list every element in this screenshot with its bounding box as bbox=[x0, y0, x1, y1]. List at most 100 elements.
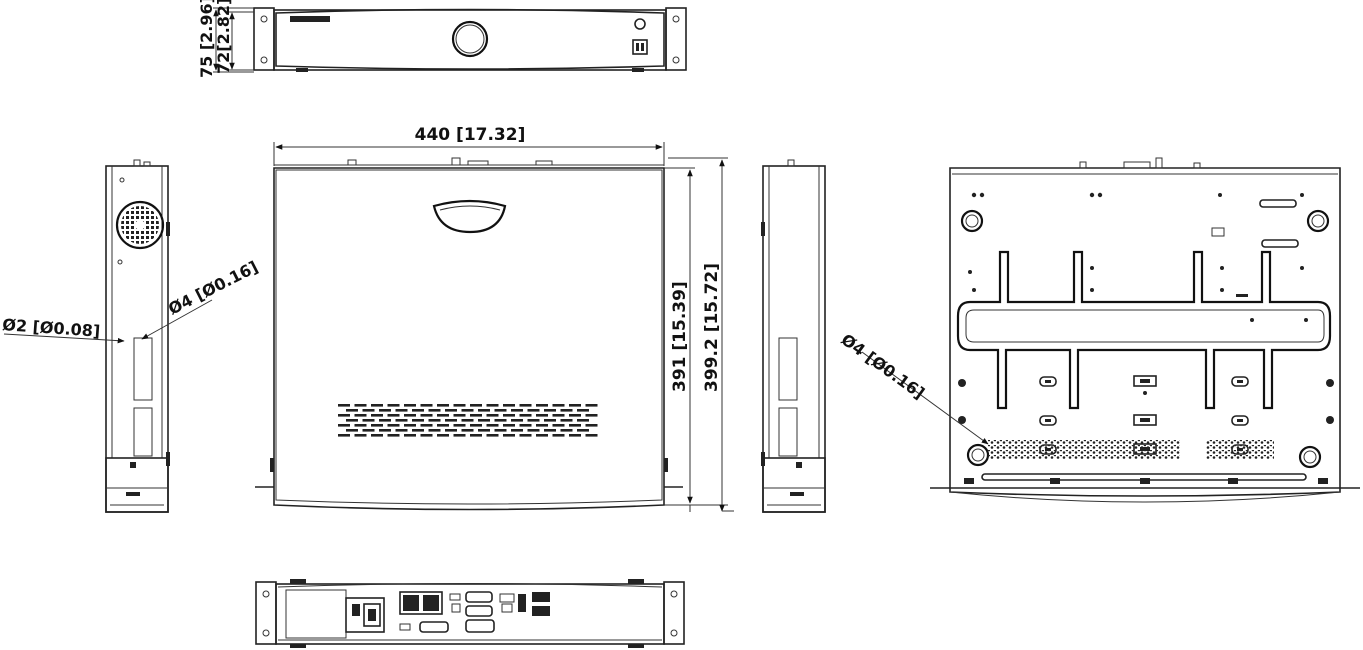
vent-slot bbox=[478, 419, 490, 422]
vent-slot bbox=[346, 409, 358, 412]
vent-slot bbox=[503, 424, 515, 427]
vent-slot bbox=[560, 409, 573, 412]
vent-slot bbox=[379, 429, 391, 432]
vent-slot bbox=[536, 434, 548, 437]
vent-slot bbox=[379, 419, 391, 422]
right-vent-upper bbox=[778, 337, 798, 401]
vent-slot bbox=[527, 409, 540, 412]
vent-slot bbox=[338, 424, 350, 427]
top-vent-slots bbox=[338, 404, 598, 437]
vent-slot bbox=[354, 404, 367, 407]
vent-slot bbox=[519, 414, 532, 417]
vent-slot bbox=[560, 419, 573, 422]
vent-slot bbox=[544, 429, 556, 432]
vent-slot bbox=[569, 414, 581, 417]
power-button bbox=[451, 20, 489, 58]
vent-slot bbox=[470, 414, 482, 417]
vent-slot bbox=[395, 429, 408, 432]
vent-slot bbox=[387, 424, 400, 427]
serial-port bbox=[419, 621, 449, 633]
vent-slot bbox=[552, 414, 565, 417]
hole-side-label: Ø4 [Ø0.16] bbox=[165, 257, 261, 318]
vent-slot bbox=[362, 409, 375, 412]
vent-slot bbox=[428, 429, 441, 432]
front-view: 75 [2.96] 72[2.82] bbox=[197, 0, 687, 78]
vent-slot bbox=[494, 429, 507, 432]
bottom-small-holes bbox=[958, 192, 1334, 424]
vent-slot bbox=[519, 424, 532, 427]
foot-top-right bbox=[1306, 209, 1330, 233]
vent-slot bbox=[412, 409, 424, 412]
vent-slot bbox=[461, 429, 474, 432]
vent-slot bbox=[371, 404, 383, 407]
vent-slot bbox=[569, 404, 581, 407]
vent-slot bbox=[404, 424, 416, 427]
right-vent-lower bbox=[778, 407, 798, 457]
vent-slot bbox=[420, 414, 433, 417]
vent-slot bbox=[362, 429, 375, 432]
vent-slot bbox=[503, 414, 515, 417]
vent-slot bbox=[428, 419, 441, 422]
bottom-vent-right bbox=[1206, 440, 1274, 460]
front-panel bbox=[275, 8, 665, 70]
vent-slot bbox=[445, 429, 457, 432]
vent-slot bbox=[486, 404, 499, 407]
vent-slot bbox=[362, 419, 375, 422]
hole-bottom-label: Ø4 [Ø0.16] bbox=[838, 330, 928, 403]
vent-slot bbox=[486, 414, 499, 417]
vent-slot bbox=[437, 414, 449, 417]
stamped-rib bbox=[956, 250, 1332, 410]
vent-slot bbox=[486, 434, 499, 437]
vent-slot bbox=[577, 429, 589, 432]
vent-slot bbox=[461, 409, 474, 412]
vent-slot bbox=[387, 414, 400, 417]
vent-slot bbox=[371, 424, 383, 427]
vent-slot bbox=[346, 419, 358, 422]
vent-slot bbox=[338, 414, 350, 417]
vga-port bbox=[465, 591, 493, 603]
rear-fan-vent bbox=[285, 589, 347, 639]
vent-slot bbox=[428, 409, 441, 412]
fan-grille bbox=[115, 200, 165, 250]
vent-slot bbox=[569, 434, 581, 437]
vent-slot bbox=[511, 409, 523, 412]
vent-slot bbox=[536, 414, 548, 417]
vent-slot bbox=[470, 434, 482, 437]
vent-slot bbox=[338, 404, 350, 407]
vent-slot bbox=[404, 404, 416, 407]
vent-slot bbox=[486, 424, 499, 427]
vent-slot bbox=[527, 419, 540, 422]
vent-slot bbox=[478, 409, 490, 412]
rear-view bbox=[255, 579, 685, 648]
vent-slot bbox=[453, 414, 466, 417]
indicator-led bbox=[634, 18, 646, 30]
vent-slot bbox=[395, 409, 408, 412]
vent-slot bbox=[420, 434, 433, 437]
vent-slot bbox=[412, 419, 424, 422]
vent-slot bbox=[470, 404, 482, 407]
vent-slot bbox=[536, 404, 548, 407]
vent-slot bbox=[346, 429, 358, 432]
vent-slot bbox=[511, 419, 523, 422]
vent-slot bbox=[519, 404, 532, 407]
vent-slot bbox=[470, 424, 482, 427]
vent-slot bbox=[560, 429, 573, 432]
front-height-inner-label: 72[2.82] bbox=[214, 0, 233, 74]
vent-slot bbox=[412, 429, 424, 432]
foot-bottom-right bbox=[1298, 445, 1322, 469]
left-side-view: Ø2 [Ø0.08] Ø4 [Ø0.16] bbox=[2, 159, 261, 513]
left-vent-lower bbox=[133, 407, 153, 457]
vent-slot bbox=[503, 404, 515, 407]
vent-slot bbox=[395, 419, 408, 422]
vent-slot bbox=[577, 419, 589, 422]
bottom-vent-left bbox=[988, 440, 1180, 460]
vent-slot bbox=[338, 434, 350, 437]
foot-top-left bbox=[960, 209, 984, 233]
vent-slot bbox=[354, 434, 367, 437]
left-vent-upper bbox=[133, 337, 153, 401]
vent-slot bbox=[503, 434, 515, 437]
top-view: 440 [17.32] 391 [15.39] 399.2 [15.72] bbox=[255, 125, 734, 512]
vent-slot bbox=[585, 414, 598, 417]
vent-slot bbox=[354, 414, 367, 417]
